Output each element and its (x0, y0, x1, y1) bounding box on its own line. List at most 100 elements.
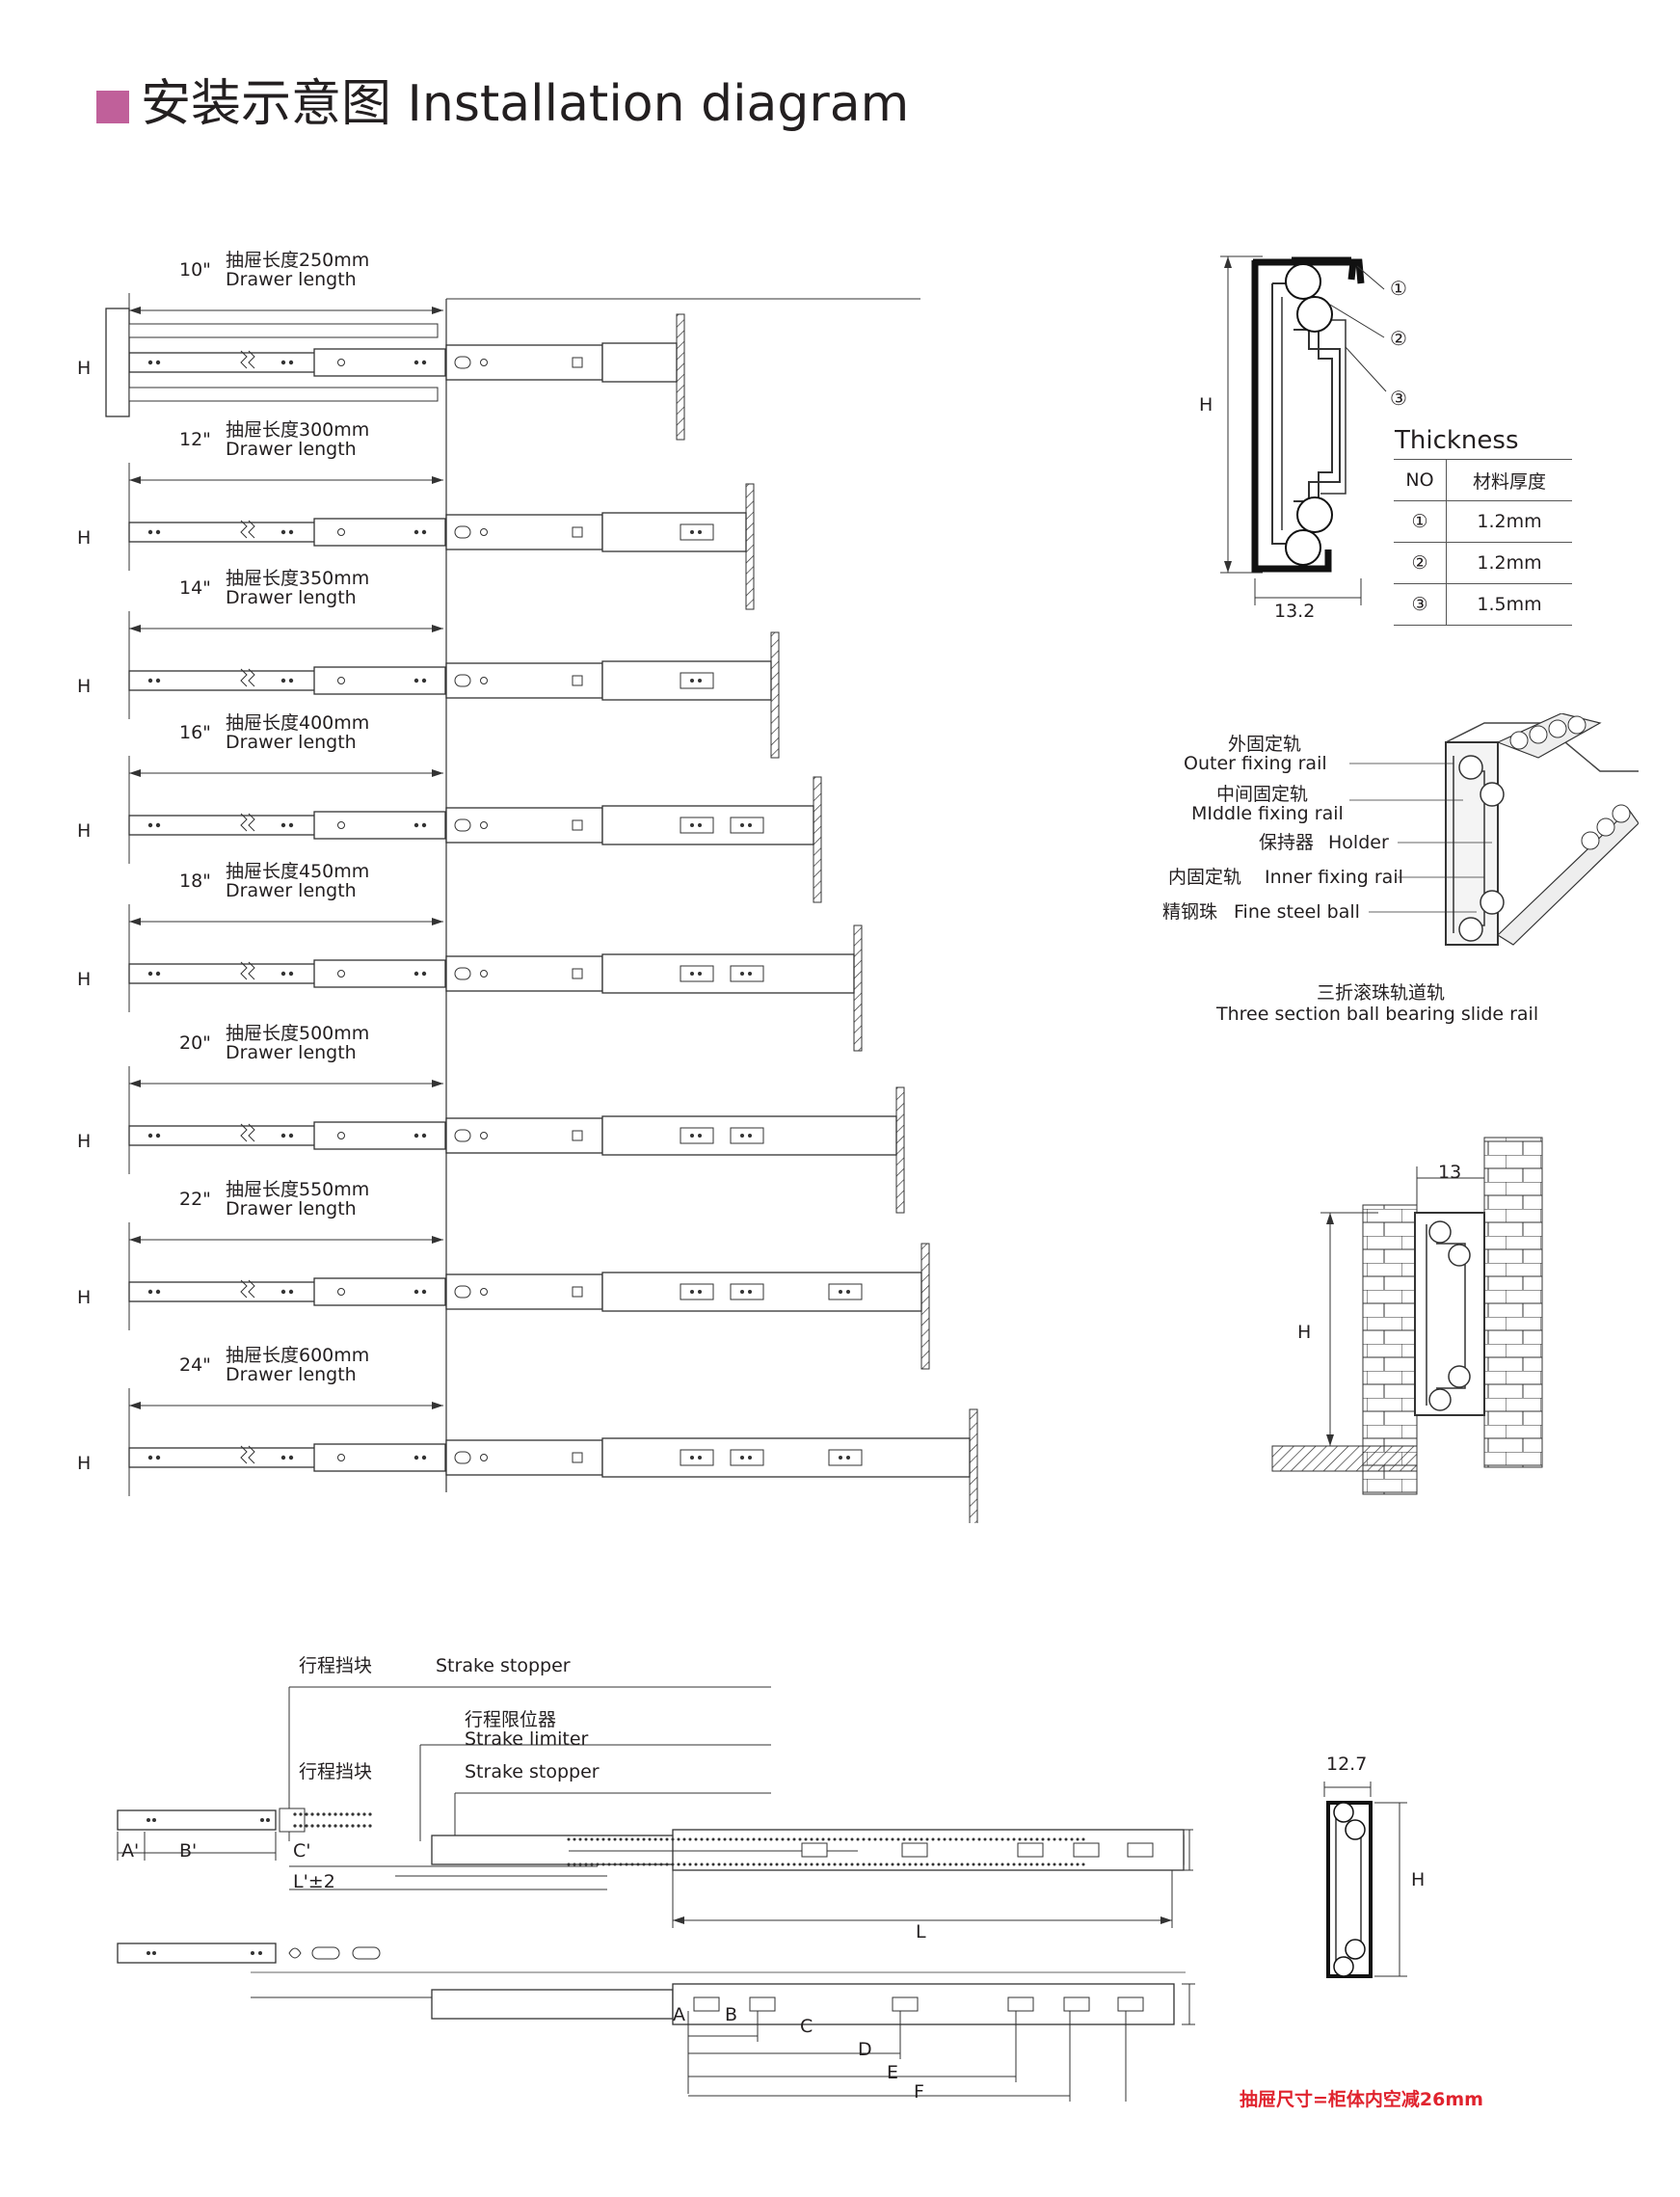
dim-b: B (725, 2004, 738, 2025)
drawer-length-inch: 14" (179, 577, 211, 599)
page-title: 安装示意图 Installation diagram (141, 75, 910, 133)
stopper1-en: Strake stopper (436, 1655, 571, 1676)
drawer-length-cn: 抽屉长度250mm (226, 250, 370, 271)
middle-rail-en: MIddle fixing rail (1191, 803, 1344, 824)
rail-row (128, 904, 863, 1052)
dim-a-prime: A' (121, 1840, 140, 1862)
wall-mount-diagram (1271, 1137, 1543, 1495)
rail-h-label: H (77, 1131, 92, 1152)
outer-rail-en: Outer fixing rail (1184, 753, 1327, 774)
table-cell: ① (1394, 500, 1447, 543)
rail-h-label: H (77, 1453, 92, 1474)
section-caption-cn: 三折滚珠轨道轨 (1317, 982, 1446, 1004)
rail-h-label: H (77, 820, 92, 842)
holder-en: Holder (1328, 832, 1389, 853)
rail-row (128, 463, 755, 610)
section-caption-en: Three section ball bearing slide rail (1216, 1004, 1539, 1025)
limiter-cn: 行程限位器 (465, 1709, 557, 1730)
drawer-length-inch: 18" (179, 871, 211, 892)
table-cell: 1.2mm (1446, 500, 1572, 543)
dim-a: A (673, 2004, 685, 2025)
dim-b-prime: B' (179, 1840, 198, 1862)
rail-row (128, 293, 685, 441)
thickness-title: Thickness (1395, 426, 1519, 455)
drawer-length-en: Drawer length (226, 587, 357, 608)
rail-row (128, 1066, 905, 1214)
rail-row (128, 611, 780, 759)
drawer-length-inch: 22" (179, 1189, 211, 1210)
limiter-en: Strake limiter (465, 1728, 589, 1750)
drawer-length-inch: 24" (179, 1354, 211, 1376)
drawer-length-cn: 抽屉长度450mm (226, 861, 370, 882)
drawer-length-cn: 抽屉长度300mm (226, 419, 370, 441)
rail-h-label: H (77, 358, 92, 379)
drawer-size-note: 抽屉尺寸=柜体内空减26mm (1240, 2089, 1483, 2110)
table-row: ② 1.2mm (1394, 542, 1572, 584)
middle-rail-cn: 中间固定轨 (1216, 784, 1309, 805)
callout-3: ③ (1390, 387, 1407, 410)
rail-row (128, 1222, 930, 1370)
dim-c: C (800, 2016, 813, 2037)
rail-row (128, 756, 822, 903)
wall-width-label: 13 (1438, 1162, 1462, 1183)
table-row: ① 1.2mm (1394, 500, 1572, 543)
callout-2: ② (1390, 327, 1407, 350)
table-cell: 1.5mm (1446, 583, 1572, 626)
stopper2-cn: 行程挡块 (299, 1761, 373, 1782)
dim-e: E (887, 2062, 899, 2083)
small-rail-profile (1323, 1782, 1407, 1978)
drawer-length-en: Drawer length (226, 1198, 357, 1219)
drawer-length-inch: 16" (179, 722, 211, 743)
rail-h-label: H (77, 527, 92, 549)
drawer-length-inch: 20" (179, 1032, 211, 1054)
small-profile-width: 12.7 (1326, 1754, 1368, 1775)
dim-d: D (858, 2039, 872, 2060)
drawer-length-en: Drawer length (226, 880, 357, 901)
drawer-length-cn: 抽屉长度550mm (226, 1179, 370, 1200)
drawer-length-cn: 抽屉长度400mm (226, 712, 370, 734)
dim-l: L (916, 1921, 926, 1942)
table-head-thickness: 材料厚度 (1446, 459, 1572, 501)
drawer-length-en: Drawer length (226, 1364, 357, 1385)
drawer-length-en: Drawer length (226, 269, 357, 290)
title-marker (96, 91, 129, 123)
thickness-table: NO 材料厚度 ① 1.2mm ② 1.2mm ③ 1.5mm (1394, 459, 1572, 626)
drawer-length-en: Drawer length (226, 1042, 357, 1063)
dim-c-prime: C' (293, 1840, 311, 1862)
table-row: ③ 1.5mm (1394, 583, 1572, 626)
rail-h-label: H (77, 676, 92, 697)
drawer-length-inch: 10" (179, 259, 211, 281)
wall-h-label: H (1297, 1322, 1312, 1343)
rail-h-label: H (77, 969, 92, 990)
drawer-length-cn: 抽屉长度600mm (226, 1345, 370, 1366)
stopper2-en: Strake stopper (465, 1761, 600, 1782)
dim-l-prime: L'±2 (293, 1871, 335, 1892)
drawer-front (105, 308, 130, 417)
drawer-length-cn: 抽屉长度500mm (226, 1023, 370, 1044)
table-cell: 1.2mm (1446, 542, 1572, 584)
drawer-length-en: Drawer length (226, 732, 357, 753)
profile-h-label: H (1199, 394, 1213, 415)
rail-rows-diagram (105, 293, 978, 1523)
steel-ball-en: Fine steel ball (1234, 901, 1360, 923)
table-head-no: NO (1394, 459, 1447, 501)
dimension-drawing (117, 1686, 1195, 2102)
table-header-row: NO 材料厚度 (1394, 459, 1572, 501)
dim-f: F (914, 2081, 924, 2103)
steel-ball-cn: 精钢珠 (1162, 901, 1218, 923)
small-profile-h: H (1411, 1869, 1426, 1890)
inner-rail-cn: 内固定轨 (1168, 867, 1242, 888)
stopper1-cn: 行程挡块 (299, 1655, 373, 1676)
cross-section-illustration (1349, 713, 1639, 946)
drawer-length-cn: 抽屉长度350mm (226, 568, 370, 589)
table-cell: ③ (1394, 583, 1447, 626)
drawer-length-en: Drawer length (226, 439, 357, 460)
rail-h-label: H (77, 1287, 92, 1308)
drawer-length-inch: 12" (179, 429, 211, 450)
holder-cn: 保持器 (1259, 832, 1315, 853)
callout-1: ① (1390, 277, 1407, 300)
rail-row (128, 1388, 978, 1523)
inner-rail-en: Inner fixing rail (1265, 867, 1403, 888)
rail-profile-diagram (1220, 255, 1387, 605)
outer-rail-cn: 外固定轨 (1227, 734, 1301, 755)
